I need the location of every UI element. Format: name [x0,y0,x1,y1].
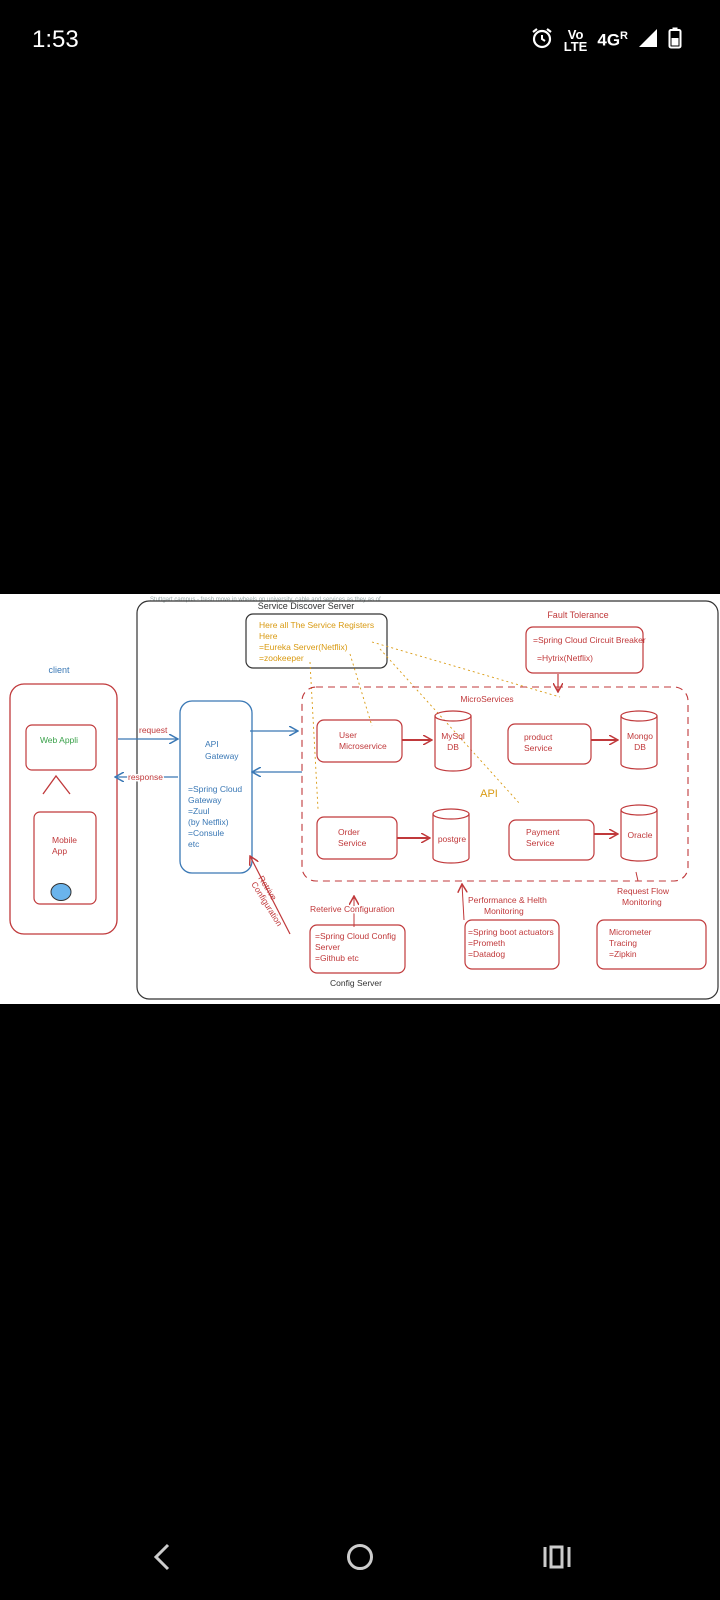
payment-service-label-2: Service [526,838,555,848]
config-server-box [309,924,406,974]
fault-tolerance-line-2: =Hytrix(Netflix) [537,653,593,663]
config-server-line-3: =Github etc [315,953,359,963]
monitoring-line-3: =Datadog [468,949,505,959]
recents-button[interactable] [527,1534,587,1584]
monitoring-line-1: =Spring boot actuators [468,927,554,937]
mobile-app-label-1: Mobile [52,835,77,845]
monitoring-arrow [462,884,464,921]
caption-top: Stuttgart campus - fresh move in wheels … [150,597,381,603]
order-service-label-2: Service [338,838,367,848]
order-service-label-1: Order [338,827,360,837]
gateway-line-5: =Consule [188,828,224,838]
fault-tolerance-title: Fault Tolerance [547,610,608,620]
service-discovery-title: Service Discover Server [258,601,355,611]
retrieve-config-arrow [250,856,291,935]
monitoring-line-2: =Prometh [468,938,505,948]
status-bar: 1:53 Vo LTE 4GR [0,0,720,84]
gateway-line-4: (by Netflix) [188,817,229,827]
gateway-line-2: Gateway [188,795,222,805]
tracing-box [596,919,707,970]
monitoring-title-1: Performance & Helth [468,895,547,905]
service-discovery-box [245,613,388,669]
alarm-icon [530,26,554,55]
payment-service-box [508,819,595,861]
api-gateway-box [179,700,253,874]
back-button[interactable] [132,1534,192,1584]
mysql-label-2: DB [447,742,459,752]
mongo-label-2: DB [634,742,646,752]
client-title: client [48,665,70,675]
fault-tolerance-box [525,626,644,674]
architecture-diagram-image[interactable]: Stuttgart campus - fresh move in wheels … [0,594,720,1004]
gateway-title-2: Gateway [205,751,239,761]
battery-icon [668,27,682,54]
product-service-label-2: Service [524,743,553,753]
web-app-stand [42,774,71,795]
microservices-boundary [301,686,689,882]
monitoring-box [464,919,560,970]
tracing-line-2: Tracing [609,938,637,948]
mobile-app-label-2: App [52,846,67,856]
config-server-title: Config Server [330,978,382,988]
config-server-line-1: =Spring Cloud Config [315,931,396,941]
home-button[interactable] [330,1534,390,1584]
tracing-line-1: Micrometer [609,927,652,937]
user-service-label-1: User [339,730,357,740]
product-service-box [507,723,592,765]
postgre-db-cylinder [432,808,470,864]
roaming-label: R [620,30,628,43]
reterive-configuration-label: Reterive Configuration [310,904,395,914]
microservices-label: MicroServices [460,694,513,704]
gateway-line-1: =Spring Cloud [188,784,242,794]
back-icon [150,1542,174,1577]
service-discovery-line-3: =Eureka Server(Netflix) [259,642,348,652]
gateway-title-1: API [205,739,219,749]
api-label: API [480,788,498,800]
payment-service-label-1: Payment [526,827,560,837]
diagram-canvas: Stuttgart campus - fresh move in wheels … [9,597,719,1000]
config-server-line-2: Server [315,942,340,952]
oracle-label: Oracle [627,830,652,840]
system-boundary [136,600,719,1000]
service-discovery-line-4: =zookeeper [259,653,304,663]
response-label: response [128,772,163,782]
network-label: 4G [597,30,621,50]
gateway-line-6: etc [188,839,200,849]
service-discovery-line-1: Here all The Service Registers [259,620,374,630]
mysql-label-1: MySql [441,731,465,741]
navigation-bar [0,1520,720,1600]
network-type: 4GR [597,30,628,51]
client-box [9,683,118,935]
web-app-label: Web Appli [40,735,78,745]
recents-icon [542,1544,572,1575]
volte-bottom-label: LTE [563,38,588,54]
volte-top-label: Vo [567,26,584,42]
mobile-app-box [33,811,97,905]
tracing-arrow [635,871,639,882]
volte-icon: Vo LTE [563,26,588,54]
gateway-line-3: =Zuul [188,806,210,816]
mobile-home-button [50,883,72,901]
mongo-db-cylinder [620,710,658,770]
tracing-line-3: =Zipkin [609,949,637,959]
fault-tolerance-line-1: =Spring Cloud Circuit Breaker [533,635,646,645]
status-icons: Vo LTE 4GR [530,26,682,55]
signal-icon [638,28,658,53]
home-icon [345,1542,375,1577]
mysql-db-cylinder [434,710,472,772]
clock-time: 1:53 [32,26,79,53]
tracing-title-2: Monitoring [622,897,662,907]
web-app-box [25,724,97,771]
service-discovery-line-2: Here [259,631,278,641]
postgre-label: postgre [438,834,467,844]
oracle-db-cylinder [620,804,658,862]
user-service-label-2: Microservice [339,741,387,751]
mongo-label-1: Mongo [627,731,653,741]
product-service-label-1: product [524,732,553,742]
request-label: request [139,725,168,735]
tracing-title-1: Request Flow [617,886,670,896]
monitoring-title-2: Monitoring [484,906,524,916]
